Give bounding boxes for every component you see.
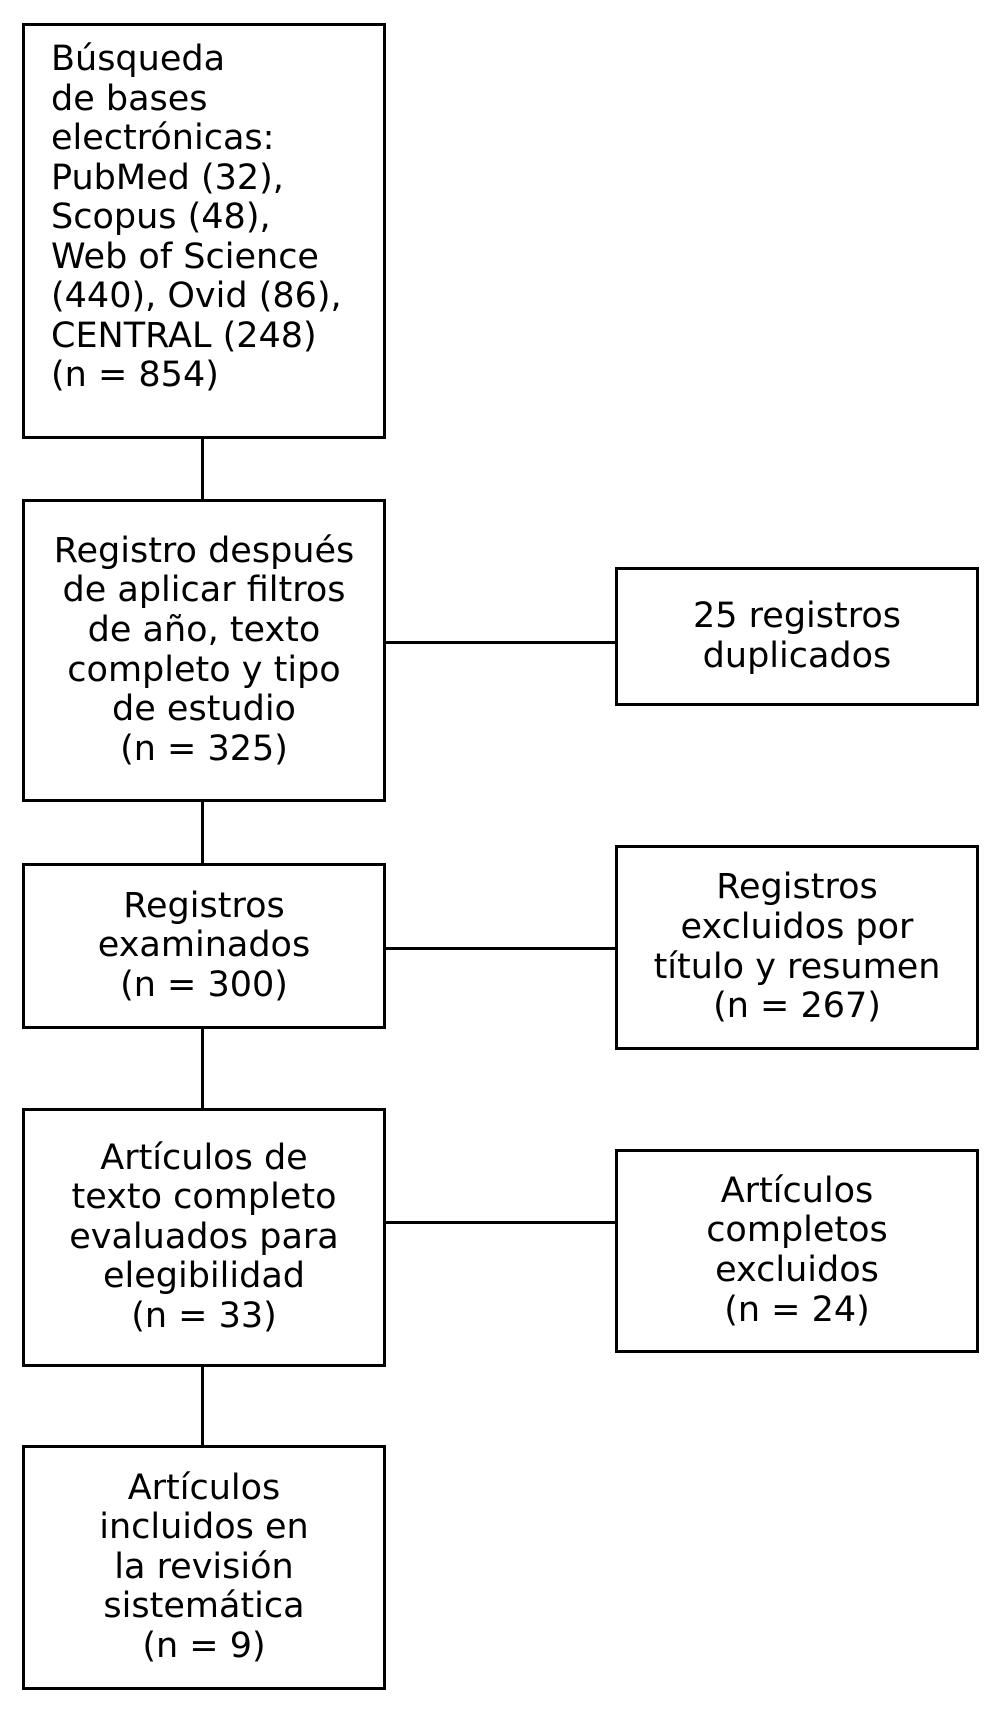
box-duplicates-removed-text: 25 registros duplicados [693,595,901,676]
box-excluded-title-abstract: Registros excluidos por título y resumen… [615,845,979,1050]
connector-screened-to-fulltext [201,1029,204,1108]
box-after-filters: Registro después de aplicar filtros de a… [22,499,386,802]
box-included-review: Artículos incluidos en la revisión siste… [22,1445,386,1690]
connector-filters-to-duplicates [386,641,615,644]
box-fulltext-assessed: Artículos de texto completo evaluados pa… [22,1108,386,1367]
box-records-screened-text: Registros examinados (n = 300) [97,885,311,1005]
box-fulltext-excluded: Artículos completos excluidos (n = 24) [615,1149,979,1353]
box-duplicates-removed: 25 registros duplicados [615,567,979,706]
box-database-search-text: Búsqueda de bases electrónicas: PubMed (… [51,39,342,396]
connector-search-to-filters [201,439,204,499]
box-fulltext-assessed-text: Artículos de texto completo evaluados pa… [69,1137,339,1336]
box-after-filters-text: Registro después de aplicar filtros de a… [53,530,355,769]
box-database-search: Búsqueda de bases electrónicas: PubMed (… [22,23,386,439]
box-excluded-title-abstract-text: Registros excluidos por título y resumen… [653,867,941,1027]
box-included-review-text: Artículos incluidos en la revisión siste… [99,1467,309,1666]
box-records-screened: Registros examinados (n = 300) [22,863,386,1029]
connector-fulltext-to-excluded [386,1221,615,1224]
connector-screened-to-excluded [386,947,615,950]
connector-fulltext-to-included [201,1367,204,1445]
box-fulltext-excluded-text: Artículos completos excluidos (n = 24) [706,1170,888,1330]
connector-filters-to-screened [201,802,204,863]
